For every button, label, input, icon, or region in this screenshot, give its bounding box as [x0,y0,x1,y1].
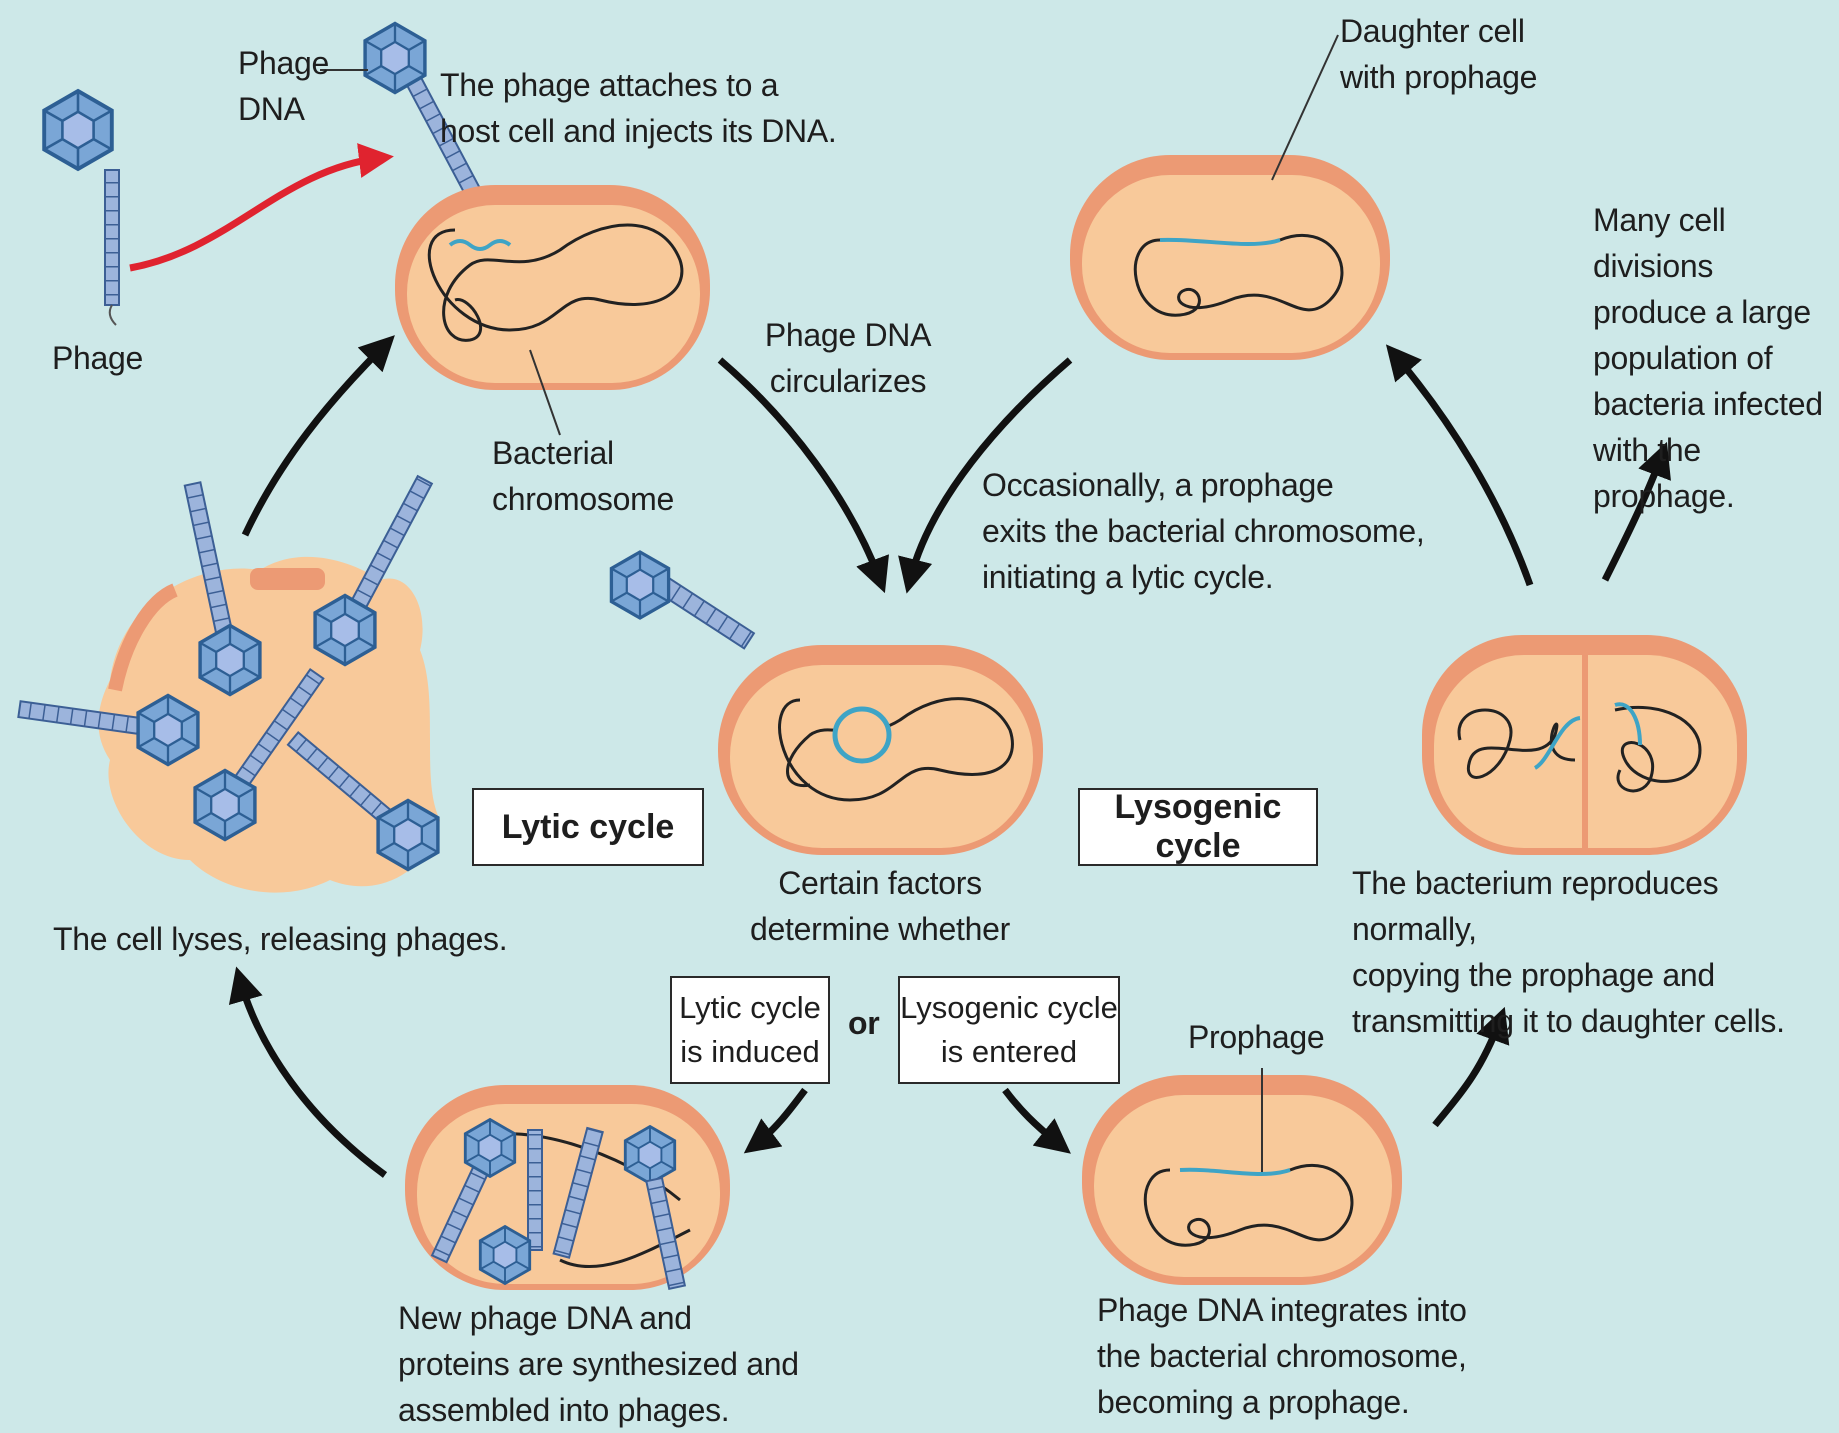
cell-lyses-label: The cell lyses, releasing phages. [53,916,507,962]
infected-cell-icon [395,185,710,435]
lysogenic-entered-text: Lysogenic cycle is entered [900,986,1118,1074]
certain-factors-label: Certain factors determine whether [735,860,1025,952]
assembling-cell-icon [405,1085,730,1290]
lytic-cycle-title: Lytic cycle [502,808,675,847]
bacterial-chromosome-label: Bacterial chromosome [492,430,674,522]
infection-arrow [130,158,380,268]
prophage-exits-label: Occasionally, a prophage exits the bacte… [982,462,1424,600]
phage-label: Phage [52,335,143,381]
lysogenic-cycle-title: Lysogenic cycle [1080,788,1316,866]
lysing-cell-icon [18,476,440,892]
daughter-cell-label: Daughter cell with prophage [1340,8,1537,100]
free-phage-icon [44,91,119,325]
lytic-cycle-box: Lytic cycle [472,788,704,866]
approaching-phage-icon [611,552,754,648]
dna-integrates-label: Phage DNA integrates into the bacterial … [1097,1287,1467,1425]
central-cell-icon [718,645,1043,855]
lysogenic-entered-box: Lysogenic cycle is entered [898,976,1120,1084]
many-divisions-label: Many cell divisions produce a large popu… [1593,197,1839,519]
attach-step-label: The phage attaches to a host cell and in… [440,62,837,154]
prophage-cell-icon [1082,1068,1402,1285]
phages-synthesized-label: New phage DNA and proteins are synthesiz… [398,1295,799,1433]
lytic-induced-text: Lytic cycle is induced [679,986,821,1074]
prophage-label: Prophage [1188,1014,1324,1060]
bacterium-reproduces-label: The bacterium reproduces normally, copyi… [1352,860,1839,1044]
lytic-induced-box: Lytic cycle is induced [670,976,830,1084]
dividing-cell-icon [1422,635,1747,855]
lysogenic-cycle-box: Lysogenic cycle [1078,788,1318,866]
circularizes-label: Phage DNA circularizes [748,312,948,404]
phage-dna-label: Phage DNA [238,40,329,132]
or-label: or [848,1000,879,1046]
